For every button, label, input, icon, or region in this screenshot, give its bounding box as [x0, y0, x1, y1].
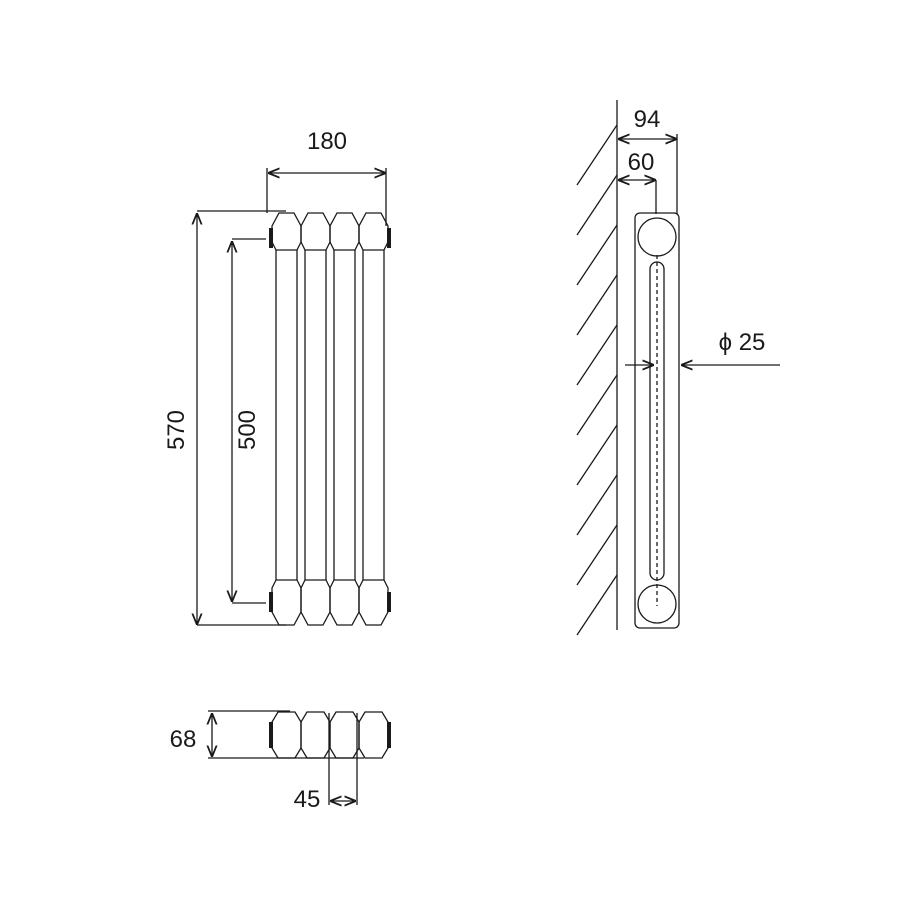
wall-to-center-label: 60 [628, 149, 655, 176]
column-slot [649, 261, 665, 581]
pipe-diameter-label: ϕ 25 [719, 329, 766, 356]
dimension-pitch-45: 45 [294, 713, 358, 813]
top-depth-label: 68 [170, 726, 197, 753]
bottom-pipe-connection [637, 584, 677, 624]
wall-hatching [576, 124, 618, 636]
side-view: ϕ 25 94 60 [576, 100, 780, 636]
column-top-header [329, 212, 360, 251]
column-bottom-header [358, 579, 389, 626]
radiator-side-profile [634, 212, 680, 629]
top-pipe-connection [637, 217, 677, 257]
left-plug [269, 722, 273, 748]
column-bottom-header [329, 579, 360, 626]
front-view [269, 212, 391, 626]
hatch-line [576, 524, 618, 586]
column-top-header [358, 212, 389, 251]
hatch-line [576, 474, 618, 536]
column-pitch-label: 45 [294, 786, 321, 813]
radiator-column [329, 212, 360, 626]
depth-label: 94 [634, 106, 661, 133]
radiator-column [271, 212, 302, 626]
hatch-line [576, 274, 618, 336]
hatch-line [576, 124, 618, 186]
top-right-plug [387, 228, 391, 248]
column-section [271, 711, 302, 759]
hatch-line [576, 224, 618, 286]
bottom-right-plug [387, 592, 391, 612]
top-left-plug [269, 228, 273, 248]
hatch-line [576, 174, 618, 236]
dimension-height-570: 570 [163, 210, 286, 626]
dimension-width-180: 180 [266, 128, 387, 226]
right-plug [387, 722, 391, 748]
hatch-line [576, 424, 618, 486]
column-top-header [300, 212, 331, 251]
hatch-line [576, 574, 618, 636]
hatch-line [576, 374, 618, 436]
center-distance-label: 500 [234, 410, 261, 450]
width-label: 180 [307, 128, 347, 155]
dimension-depth-68: 68 [170, 710, 364, 759]
column-section [358, 711, 389, 759]
radiator-column [358, 212, 389, 626]
column-bottom-header [300, 579, 331, 626]
radiator-column [300, 212, 331, 626]
column-top-header [271, 212, 302, 251]
top-view [269, 711, 391, 759]
column-bottom-header [271, 579, 302, 626]
column-section [300, 711, 331, 759]
column-section [329, 711, 360, 759]
dimension-center-500: 500 [232, 238, 266, 604]
height-label: 570 [163, 410, 190, 450]
hatch-line [576, 324, 618, 386]
bottom-left-plug [269, 592, 273, 612]
